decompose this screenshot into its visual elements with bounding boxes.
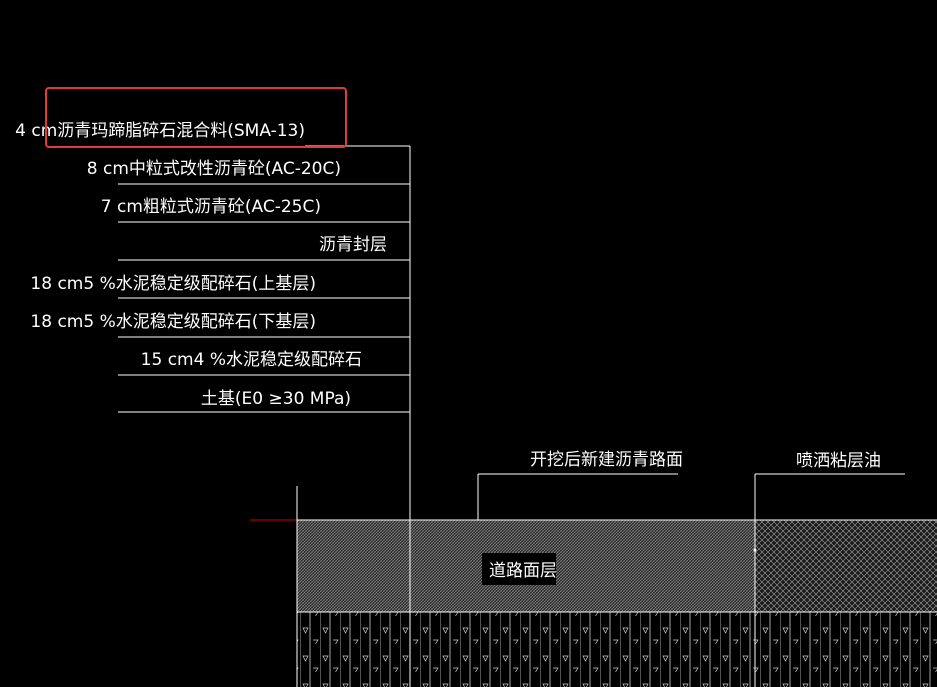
- layer-label-7: 15 cm4 %水泥稳定级配碎石: [141, 350, 362, 370]
- tack-coat-callout: 喷洒粘层油: [796, 451, 881, 471]
- layer-label-6: 18 cm5 %水泥稳定级配碎石(下基层): [30, 312, 316, 332]
- road-surface-label-box: [482, 553, 556, 585]
- layer-label-5: 18 cm5 %水泥稳定级配碎石(上基层): [30, 274, 316, 294]
- layer-label-2: 8 cm中粒式改性沥青砼(AC-20C): [87, 159, 341, 179]
- base-layer: [297, 612, 937, 687]
- layer-legend: 4 cm沥青玛蹄脂碎石混合料(SMA-13) 8 cm中粒式改性沥青砼(AC-20…: [15, 121, 410, 413]
- road-surface-label: 道路面层: [489, 561, 557, 581]
- layer-label-4: 沥青封层: [319, 235, 387, 255]
- layer-label-1: 4 cm沥青玛蹄脂碎石混合料(SMA-13): [15, 121, 305, 141]
- joint-marker: [753, 548, 757, 552]
- new-pavement-callout: 开挖后新建沥青路面: [530, 450, 683, 470]
- highlight-box: [45, 87, 347, 148]
- layer-label-3: 7 cm粗粒式沥青砼(AC-25C): [101, 197, 321, 217]
- tack-coat-zone: [755, 520, 937, 612]
- layer-label-8: 土基(E0 ≥30 MPa): [201, 389, 351, 409]
